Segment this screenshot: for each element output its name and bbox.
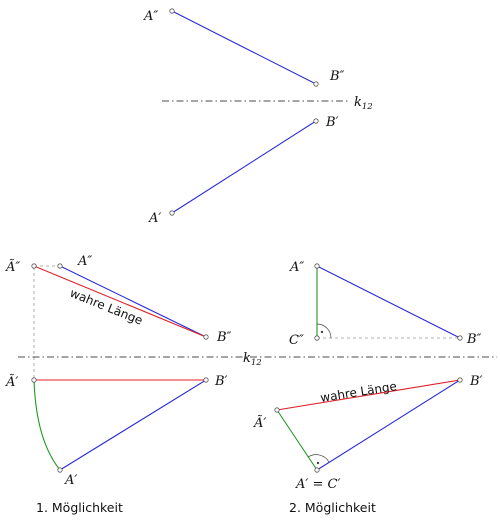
label-k-bottom: k12	[243, 351, 262, 368]
point-a1-top	[169, 210, 175, 216]
rotation-arc	[33, 379, 61, 471]
label-k-bottom-sub: 12	[251, 358, 262, 368]
option-2-construction: A″ C″ B″ wahre Länge B′ Ã′ A′ = C′ 2. Mö…	[253, 260, 483, 515]
label-atilde1-right: Ã′	[253, 415, 266, 431]
point-atilde2	[31, 263, 37, 269]
right-angle-mark-top	[316, 323, 332, 339]
segment-a2b2-right	[316, 265, 461, 339]
segment-a1b1-left	[59, 379, 207, 471]
caption-option-1: 1. Möglichkeit	[36, 500, 123, 515]
label-b2-right: B″	[466, 332, 482, 347]
point-a2-top	[169, 8, 175, 14]
point-b1-left	[203, 377, 209, 383]
true-length-label-right: wahre Länge	[319, 379, 398, 405]
label-a2-top: A″	[143, 9, 158, 24]
label-atilde1: Ã′	[5, 374, 18, 390]
label-k-sub: 12	[362, 102, 373, 112]
label-b1-right: B′	[469, 374, 483, 389]
caption-option-2: 2. Möglichkeit	[289, 500, 376, 515]
right-angle-dot-bottom	[316, 461, 320, 465]
label-k-main: k	[354, 95, 362, 110]
true-length-line-right	[276, 379, 461, 411]
label-k-bottom-main: k	[243, 351, 251, 366]
segment-a1b1-top	[171, 120, 317, 214]
label-a1-top: A′	[148, 211, 161, 226]
label-a2-right: A″	[289, 260, 304, 275]
point-a1-left	[57, 467, 63, 473]
point-a2-left	[57, 263, 63, 269]
point-b2-left	[203, 334, 209, 340]
height-transfer-line	[276, 409, 318, 471]
point-a1-c1	[314, 467, 320, 473]
point-b1-right	[457, 377, 463, 383]
option-1-construction: Ã″ A″ wahre Länge B″ Ã′ B′ A′ 1. Möglich…	[5, 254, 232, 515]
segment-a2b2-top	[171, 10, 317, 85]
point-atilde1-right	[274, 407, 280, 413]
label-a2-left: A″	[77, 254, 92, 269]
label-atilde2: Ã″	[5, 259, 20, 275]
label-b1-left: B′	[214, 374, 228, 389]
segment-a2b2-left	[59, 265, 207, 338]
top-original-projections: A″ B″ k12 B′ A′	[143, 8, 373, 226]
label-c2: C″	[289, 333, 304, 348]
point-b2-top	[313, 81, 319, 87]
label-b2-left: B″	[216, 330, 232, 345]
point-a2-right	[314, 263, 320, 269]
point-c2	[314, 335, 320, 341]
label-b2-top: B″	[329, 69, 345, 84]
label-a1-c1: A′ = C′	[295, 477, 340, 492]
label-k-top: k12	[354, 95, 373, 112]
segment-a1b1-right	[316, 379, 461, 471]
point-b2-right	[457, 335, 463, 341]
right-angle-mark-bottom	[307, 454, 330, 463]
true-length-line-left-top	[33, 265, 207, 338]
point-atilde1	[31, 377, 37, 383]
label-b1-top: B′	[325, 115, 339, 130]
right-angle-dot-top	[320, 330, 324, 334]
point-b1-top	[313, 118, 319, 124]
label-a1-left: A′	[64, 473, 77, 488]
